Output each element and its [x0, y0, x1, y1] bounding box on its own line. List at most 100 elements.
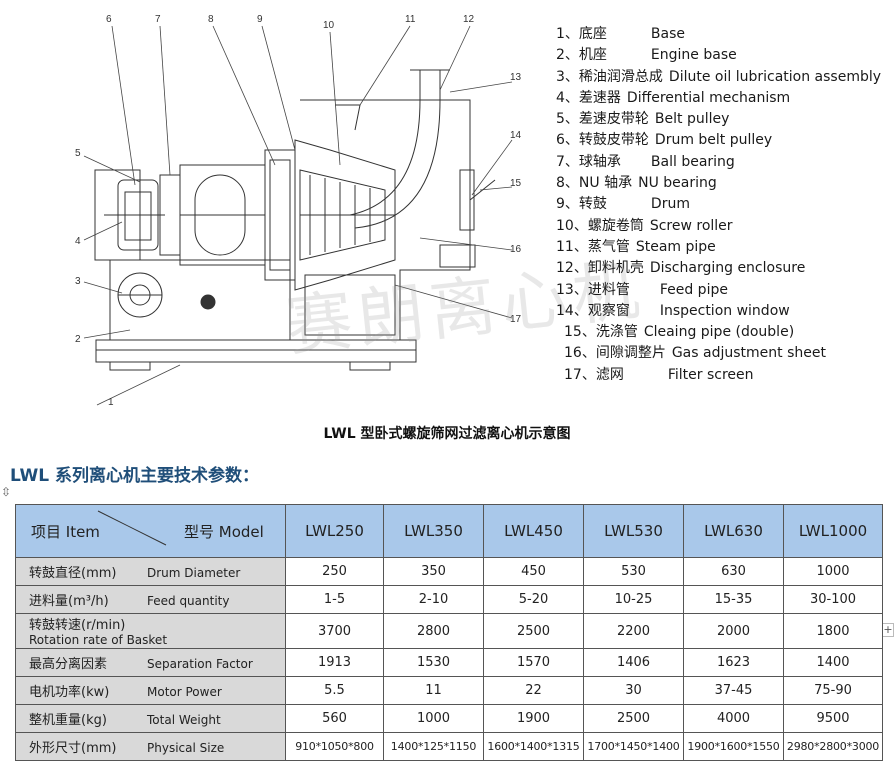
table-cell: 1-5 [285, 585, 384, 614]
callout-13: 13 [510, 72, 522, 83]
header-model: LWL530 [583, 504, 684, 558]
table-cell: 2980*2800*3000 [783, 732, 883, 761]
header-model-label: 型号 Model [184, 523, 264, 541]
legend-en: Inspection window [659, 302, 790, 319]
legend-en: Steam pipe [635, 238, 716, 255]
legend-cn: 洗涤管 [595, 324, 638, 341]
table-move-handle-icon[interactable]: ⇳ [1, 485, 12, 499]
row-label-cn: 最高分离因素 [29, 657, 108, 672]
legend-en: Cleaing pipe (double) [643, 324, 795, 341]
table-cell: 3700 [285, 613, 384, 649]
header-model: LWL250 [285, 504, 384, 558]
spec-table: 项目 Item 型号 Model LWL250 LWL350 LWL450 LW… [15, 504, 883, 761]
row-label-en: Drum Diameter [147, 566, 241, 580]
row-label-cn: 转鼓转速(r/min) [29, 618, 126, 633]
legend-number: 1、 [556, 26, 579, 42]
callout-3: 3 [75, 276, 81, 287]
table-cell: 5.5 [285, 676, 384, 705]
table-cell: 1913 [285, 648, 384, 677]
row-label-cn: 电机功率(kw) [29, 685, 110, 700]
legend-number: 9、 [556, 196, 579, 213]
callout-2: 2 [75, 334, 81, 345]
table-cell: 1900*1600*1550 [683, 732, 784, 761]
table-cell: 5-20 [483, 585, 584, 614]
legend-en: Feed pipe [659, 281, 728, 298]
row-label-en: Feed quantity [147, 594, 230, 608]
callout-4: 4 [75, 236, 81, 247]
table-cell: 15-35 [683, 585, 784, 614]
table-cell: 75-90 [783, 676, 883, 705]
table-cell: 1700*1450*1400 [583, 732, 684, 761]
legend-cn: 卸料机壳 [587, 260, 644, 277]
legend-cn: 转鼓 [578, 196, 607, 213]
legend-en: Engine base [650, 47, 737, 64]
legend-cn: 底座 [578, 26, 607, 42]
row-label-cell: 电机功率(kw)Motor Power [15, 676, 286, 705]
legend-number: 12、 [556, 260, 588, 277]
legend-number: 8、 [556, 175, 579, 192]
callout-11: 11 [405, 14, 416, 25]
row-label-cell: 外形尺寸(mm)Physical Size [15, 732, 286, 761]
row-label-cell: 转鼓直径(mm) Drum Diameter [15, 557, 286, 586]
table-cell: 2-10 [383, 585, 484, 614]
filter-screen-box [304, 274, 396, 336]
legend-en: Base [650, 26, 686, 42]
table-cell: 11 [383, 676, 484, 705]
legend-en: Drum [650, 196, 690, 213]
legend-number: 15、 [564, 324, 596, 341]
callout-16: 16 [510, 244, 522, 255]
row-label-cn: 转鼓直径(mm) [29, 566, 117, 581]
legend-cn: 滤网 [595, 366, 624, 383]
table-cell: 250 [285, 557, 384, 586]
steam-pipe [335, 104, 361, 131]
legend-cn: 球轴承 [578, 153, 621, 170]
legend-en: Gas adjustment sheet [671, 345, 826, 362]
legend-number: 2、 [556, 47, 579, 64]
header-corner-cell: 项目 Item 型号 Model [15, 504, 286, 558]
legend-number: 17、 [564, 366, 596, 383]
callout-8: 8 [208, 14, 214, 25]
callout-7: 7 [155, 14, 161, 25]
table-header-row: 项目 Item 型号 Model LWL250 LWL350 LWL450 LW… [15, 504, 883, 558]
legend-en: Drum belt pulley [654, 132, 773, 149]
row-label-cell: 转鼓转速(r/min)Rotation rate of Basket [15, 613, 286, 649]
legend-cn: 观察窗 [587, 302, 630, 319]
legend-en: Dilute oil lubrication assembly [668, 68, 882, 85]
legend-cn: 差速皮带轮 [578, 111, 649, 128]
legend-cn: 机座 [578, 47, 607, 64]
screw-roller [309, 175, 371, 255]
legend-en: Discharging enclosure [649, 260, 806, 277]
row-label-cn: 整机重量(kg) [29, 713, 107, 728]
table-cell: 4000 [683, 704, 784, 733]
table-cell: 1406 [583, 648, 684, 677]
table-cell: 1570 [483, 648, 584, 677]
table-cell: 1800 [783, 613, 883, 649]
legend-cn: 差速器 [578, 89, 621, 106]
callout-17: 17 [510, 314, 522, 325]
table-cell: 30 [583, 676, 684, 705]
legend-cn: 蒸气管 [587, 238, 630, 255]
legend-number: 13、 [556, 281, 588, 298]
callout-15: 15 [510, 178, 522, 189]
legend-number: 10、 [556, 217, 588, 234]
add-column-icon[interactable]: + [882, 623, 894, 637]
table-cell: 1000 [383, 704, 484, 733]
legend-cn: 间隙调整片 [595, 345, 666, 362]
table-cell: 2200 [583, 613, 684, 649]
callout-5: 5 [75, 148, 81, 159]
legend-number: 5、 [556, 111, 579, 128]
